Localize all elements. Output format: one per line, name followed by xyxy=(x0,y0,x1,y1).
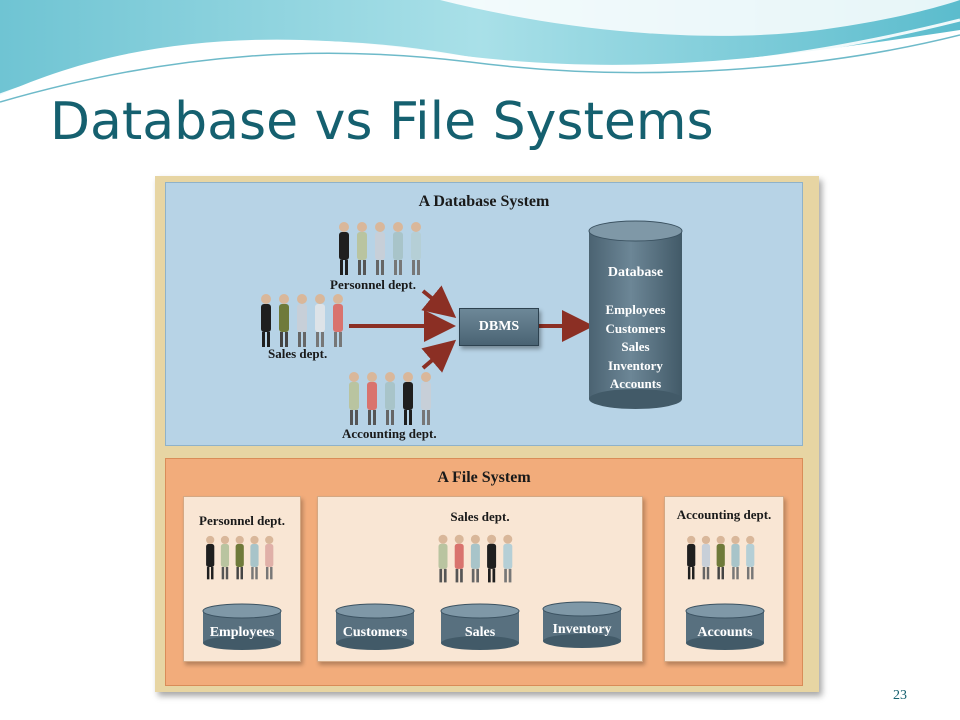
database-item: Inventory xyxy=(608,357,663,373)
fs-accounting-people-icon xyxy=(687,535,755,580)
file-system-title: A File System xyxy=(437,469,531,486)
arrow-accounting-to-dbms xyxy=(421,339,457,373)
employees-file-icon xyxy=(202,603,282,650)
personnel-people-icon xyxy=(339,222,421,275)
fs-file-label: Employees xyxy=(209,625,275,640)
customers-file-icon xyxy=(335,603,415,650)
fs-sales-box: Sales dept. Customers xyxy=(317,496,643,662)
db-sales-label: Sales dept. xyxy=(268,346,328,361)
database-item: Sales xyxy=(621,339,650,354)
fs-file-label: Customers xyxy=(342,625,408,640)
fs-sales-label: Sales dept. xyxy=(450,509,510,524)
fs-accounting-label: Accounting dept. xyxy=(676,507,772,522)
database-system-title: A Database System xyxy=(418,193,550,210)
dbms-box: DBMS xyxy=(459,308,539,346)
fs-personnel-people-icon xyxy=(206,535,274,580)
database-item: Accounts xyxy=(609,376,662,391)
db-accounting-label: Accounting dept. xyxy=(342,426,437,441)
arrow-personnel-to-dbms xyxy=(421,285,457,319)
inventory-file-icon xyxy=(542,601,622,648)
header-wave-decoration xyxy=(0,0,960,103)
file-system-panel: A File System Personnel dept. Employees xyxy=(165,458,803,686)
fs-personnel-box: Personnel dept. Employees xyxy=(183,496,301,662)
database-heading: Database xyxy=(607,265,664,280)
comparison-figure: A Database System xyxy=(155,176,819,692)
fs-file-label: Sales xyxy=(464,625,496,640)
accounts-file-icon xyxy=(685,603,765,650)
fs-file-label: Accounts xyxy=(697,625,753,640)
fs-file-label: Inventory xyxy=(552,622,612,637)
sales-file-icon xyxy=(440,603,520,650)
sales-people-icon xyxy=(261,294,343,347)
fs-accounting-box: Accounting dept. Accounts xyxy=(664,496,784,662)
database-system-drawing xyxy=(349,220,683,409)
database-item: Employees xyxy=(605,302,666,317)
database-cylinder-icon xyxy=(588,220,683,409)
page-number: 23 xyxy=(893,688,907,703)
accounting-people-icon xyxy=(349,372,431,425)
db-personnel-label: Personnel dept. xyxy=(330,277,416,292)
slide-title: Database vs File Systems xyxy=(50,92,714,152)
fs-personnel-label: Personnel dept. xyxy=(199,513,285,528)
database-item: Customers xyxy=(605,320,666,336)
database-system-panel: A Database System xyxy=(165,182,803,446)
database-items: Employees Customers Sales Inventory Acco… xyxy=(589,301,682,394)
fs-sales-people-icon xyxy=(438,534,513,583)
